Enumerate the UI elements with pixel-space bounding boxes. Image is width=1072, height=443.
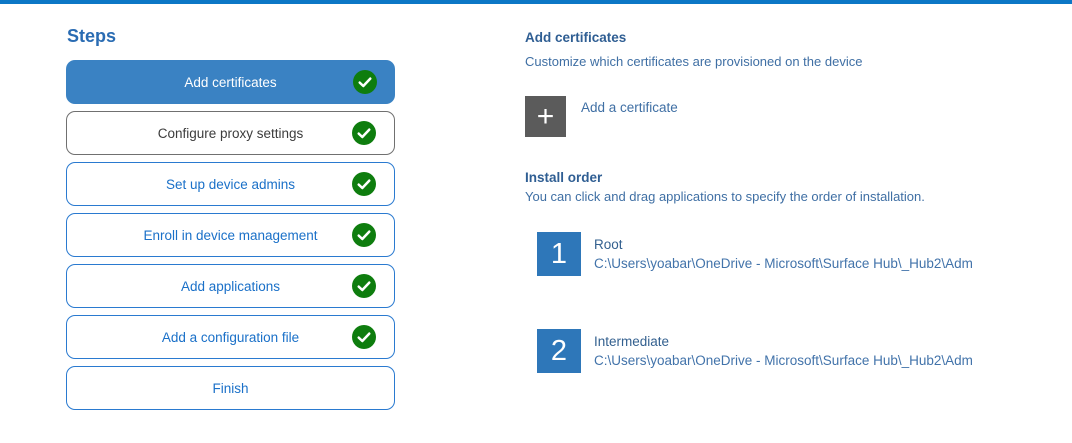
step-add-applications[interactable]: Add applications (66, 264, 395, 308)
step-label: Finish (212, 380, 249, 396)
order-number-badge: 1 (537, 232, 581, 276)
check-icon (352, 121, 376, 145)
plus-glyph: + (536, 99, 555, 133)
step-label: Configure proxy settings (157, 125, 304, 141)
install-order-title: Install order (525, 170, 603, 185)
page-title: Add certificates (525, 30, 627, 45)
certificate-path: C:\Users\yoabar\OneDrive - Microsoft\Sur… (594, 256, 973, 271)
install-order-description: You can click and drag applications to s… (525, 189, 925, 204)
step-finish[interactable]: Finish (66, 366, 395, 410)
add-certificate-button[interactable]: + Add a certificate (525, 96, 678, 137)
check-icon (352, 325, 376, 349)
check-icon (352, 274, 376, 298)
certificate-name: Intermediate (594, 334, 670, 349)
page-subtitle: Customize which certificates are provisi… (525, 54, 863, 69)
certificate-name: Root (594, 237, 623, 252)
detail-panel: Add certificates Customize which certifi… (525, 4, 973, 410)
step-label: Add certificates (184, 74, 277, 90)
step-enroll-in-device-management[interactable]: Enroll in device management (66, 213, 395, 257)
certificate-path: C:\Users\yoabar\OneDrive - Microsoft\Sur… (594, 353, 973, 368)
step-label: Add applications (180, 278, 281, 294)
step-add-a-configuration-file[interactable]: Add a configuration file (66, 315, 395, 359)
step-configure-proxy-settings[interactable]: Configure proxy settings (66, 111, 395, 155)
steps-title: Steps (67, 26, 117, 46)
check-icon (352, 172, 376, 196)
step-set-up-device-admins[interactable]: Set up device admins (66, 162, 395, 206)
order-number-badge: 2 (537, 329, 581, 373)
check-icon (352, 223, 376, 247)
check-icon (353, 70, 377, 94)
step-add-certificates[interactable]: Add certificates (66, 60, 395, 104)
step-label: Add a configuration file (161, 329, 300, 345)
top-accent-bar (0, 0, 1072, 4)
step-label: Set up device admins (165, 176, 296, 192)
step-label: Enroll in device management (143, 227, 318, 243)
plus-icon: + (525, 96, 566, 137)
add-certificate-label: Add a certificate (581, 100, 678, 115)
